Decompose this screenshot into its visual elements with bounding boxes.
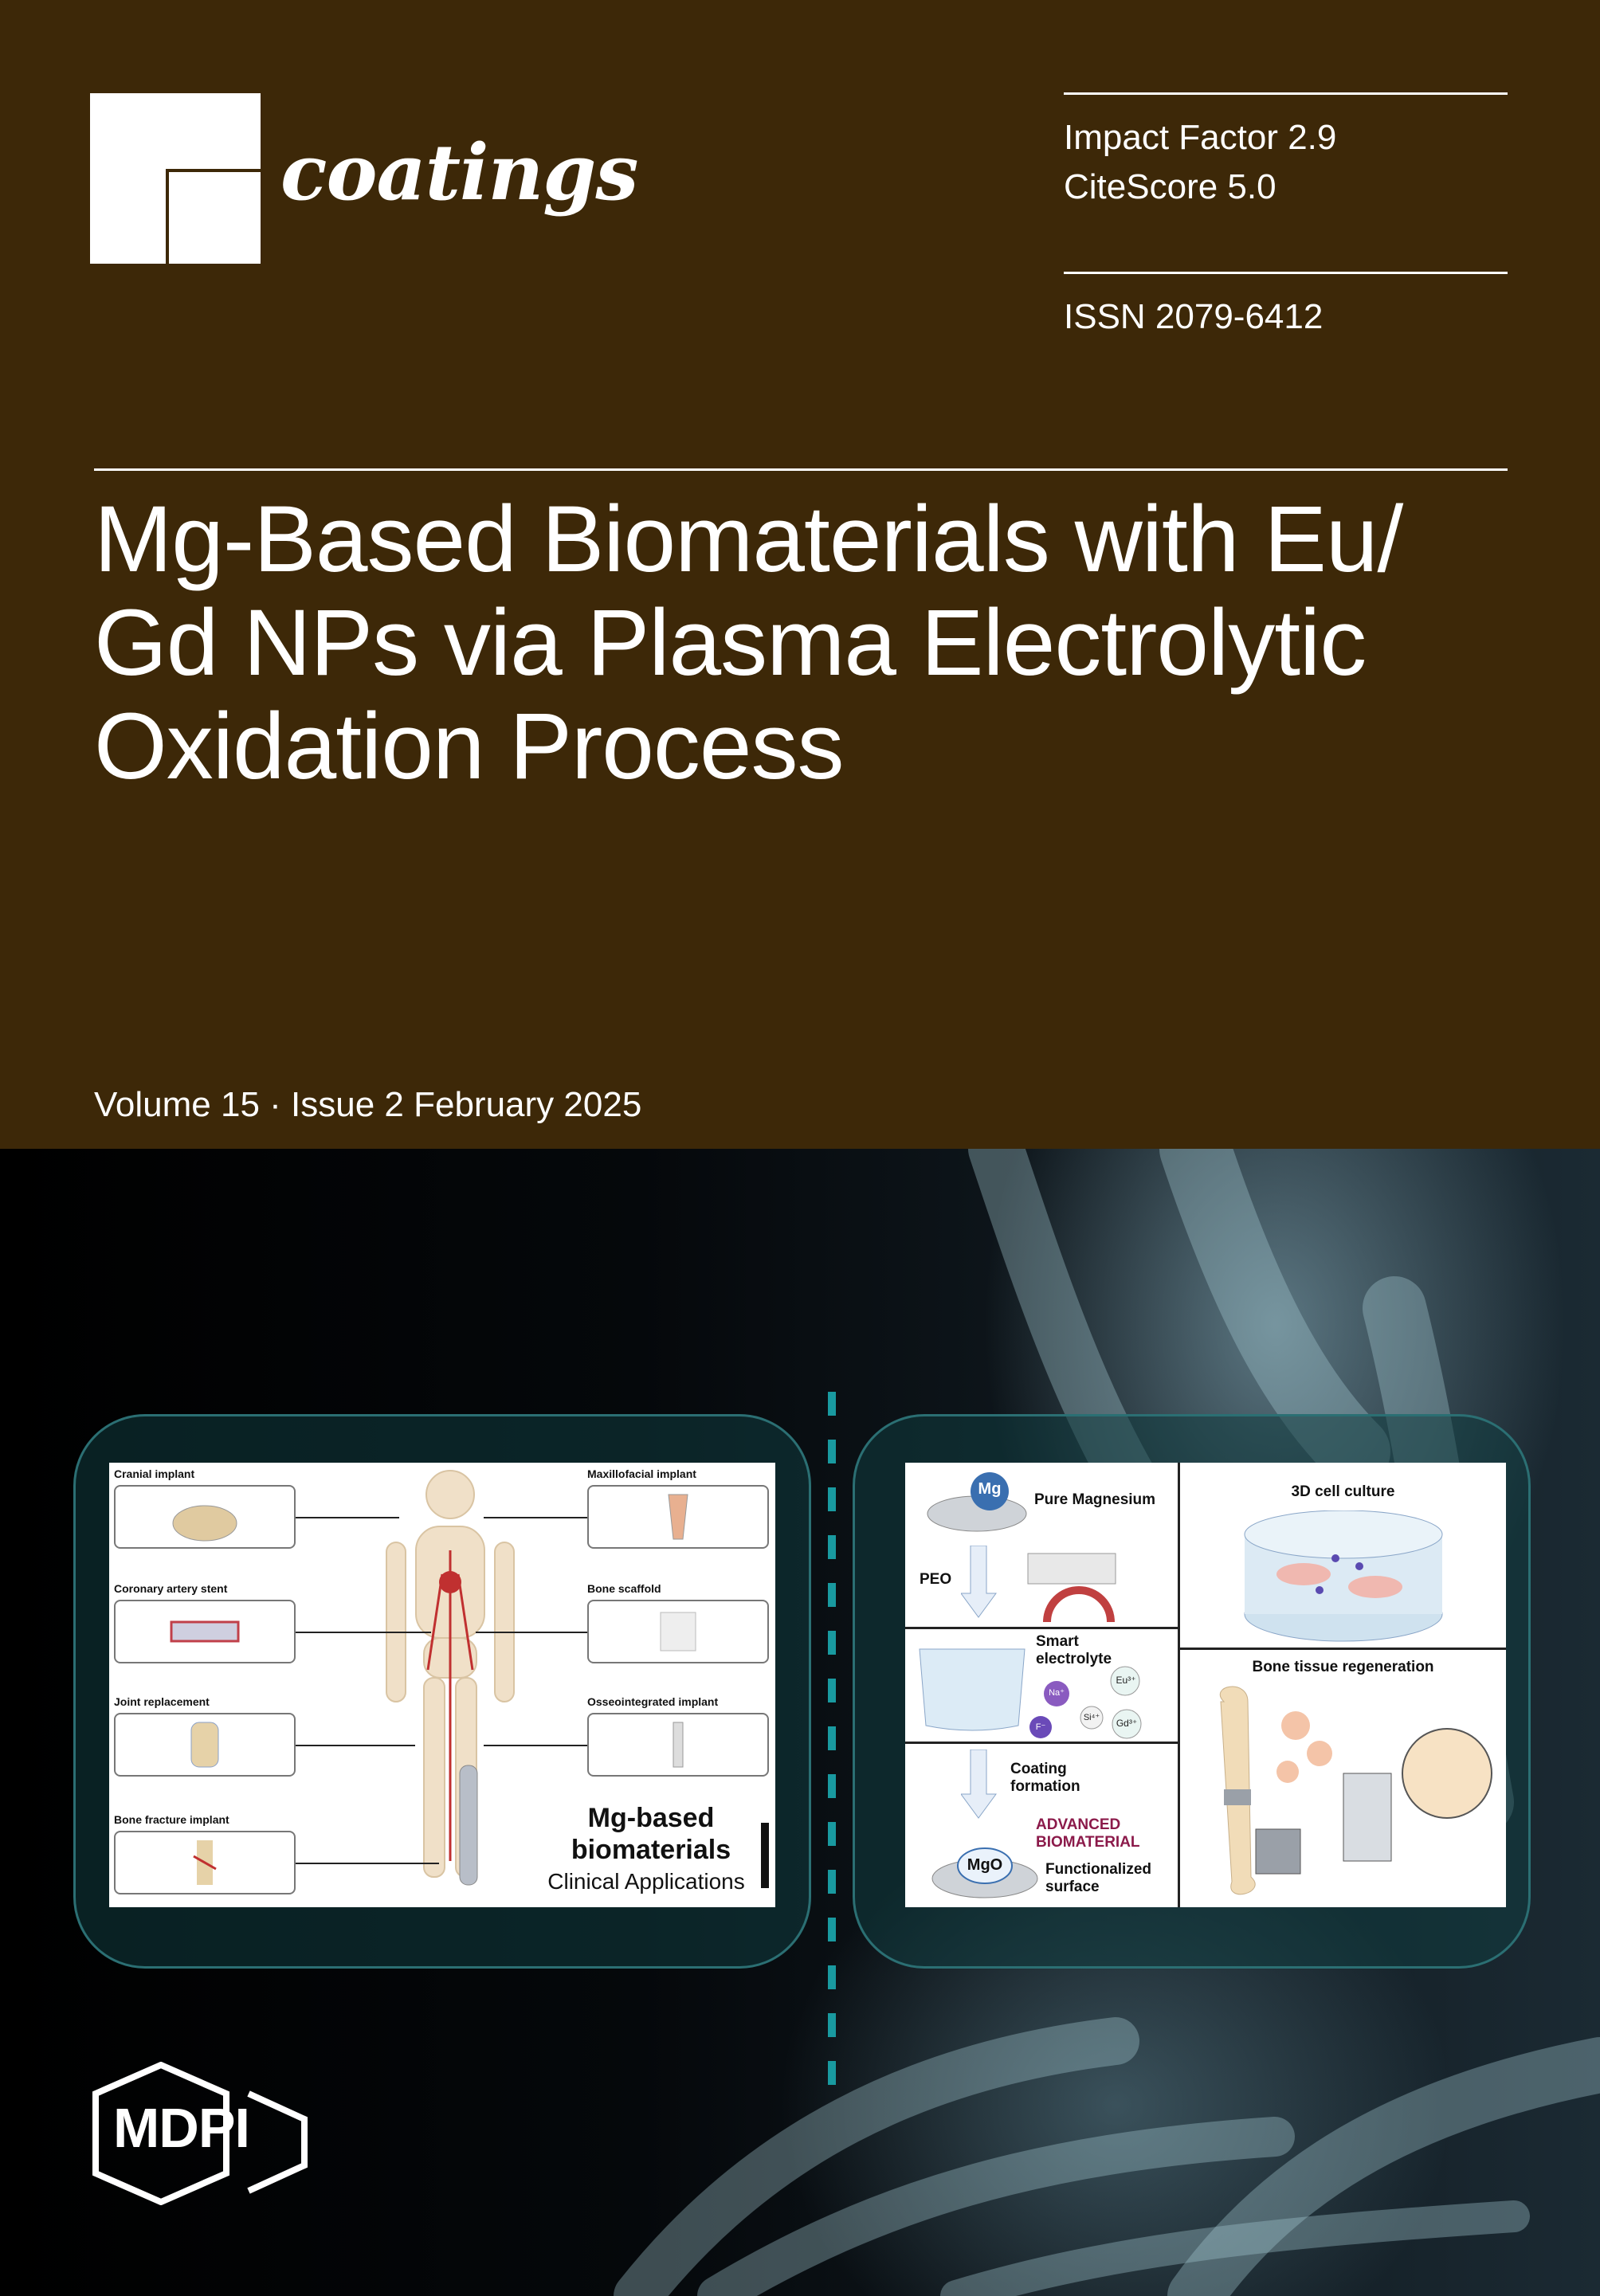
- figure-title: Mg-based biomaterials: [571, 1803, 731, 1865]
- cell-culture-illustration: [1244, 1510, 1443, 1642]
- citescore: CiteScore 5.0: [1064, 167, 1276, 206]
- coating-formation-label: Coating formation: [1010, 1761, 1080, 1795]
- mgo-label: MgO: [967, 1856, 1003, 1874]
- figure-panel-right: Mg Pure Magnesium PEO Smart electrolyte: [853, 1414, 1531, 1969]
- figure-bar: [761, 1823, 769, 1888]
- cover-header: coatings Impact Factor 2.9 CiteScore 5.0…: [0, 0, 1600, 1149]
- divider: [1064, 92, 1508, 95]
- label-cranial: Cranial implant: [114, 1467, 195, 1480]
- journal-logo-mark: [90, 93, 261, 264]
- pure-magnesium-label: Pure Magnesium: [1034, 1491, 1156, 1508]
- ion-f: F⁻: [1035, 1722, 1046, 1732]
- cell-culture-label: 3D cell culture: [1291, 1483, 1395, 1500]
- scaffold-box: [587, 1600, 769, 1663]
- smart-electrolyte-label: Smart electrolyte: [1036, 1633, 1112, 1667]
- label-stent: Coronary artery stent: [114, 1582, 228, 1595]
- label-scaffold: Bone scaffold: [587, 1582, 661, 1595]
- figure-subtitle: Clinical Applications: [547, 1869, 745, 1894]
- label-joint: Joint replacement: [114, 1695, 210, 1708]
- ion-gd: Gd³⁺: [1116, 1718, 1138, 1729]
- skeleton-illustration: [386, 1470, 515, 1886]
- mg-label: Mg: [978, 1480, 1002, 1498]
- peo-label: PEO: [920, 1571, 952, 1588]
- divider: [1064, 272, 1508, 274]
- fracture-box: [114, 1831, 296, 1894]
- clinical-applications-figure: Cranial implant Coronary artery stent Jo…: [109, 1463, 775, 1907]
- osseointegrated-box: [587, 1713, 769, 1777]
- article-title: Mg-Based Biomaterials with Eu/ Gd NPs vi…: [94, 487, 1403, 799]
- ion-eu: Eu³⁺: [1116, 1675, 1136, 1686]
- publisher-logo: [92, 2062, 308, 2205]
- label-osseointegrated: Osseointegrated implant: [587, 1695, 719, 1708]
- cranial-implant-box: [114, 1485, 296, 1549]
- journal-name: coatings: [280, 127, 638, 217]
- functionalized-surface-label: Functionalized surface: [1045, 1861, 1151, 1895]
- divider: [94, 468, 1508, 471]
- figure-panel-left: Cranial implant Coronary artery stent Jo…: [73, 1414, 811, 1969]
- label-fracture: Bone fracture implant: [114, 1813, 229, 1826]
- ion-na: Na⁺: [1049, 1688, 1065, 1698]
- cover-artwork: Cranial implant Coronary artery stent Jo…: [0, 1149, 1600, 2296]
- issue-info: Volume 15 · Issue 2 February 2025: [94, 1085, 642, 1124]
- advanced-biomaterial-label: ADVANCED BIOMATERIAL: [1036, 1816, 1140, 1851]
- bone-regeneration-illustration: [1219, 1686, 1492, 1895]
- peo-process-figure: Mg Pure Magnesium PEO Smart electrolyte: [905, 1463, 1506, 1907]
- issn: ISSN 2079-6412: [1064, 297, 1324, 336]
- ion-si: Si⁴⁺: [1083, 1713, 1100, 1722]
- label-maxillofacial: Maxillofacial implant: [587, 1467, 696, 1480]
- maxillofacial-box: [587, 1485, 769, 1549]
- bone-regeneration-label: Bone tissue regeneration: [1252, 1659, 1434, 1675]
- joint-box: [114, 1713, 296, 1777]
- stent-box: [114, 1600, 296, 1663]
- impact-factor: Impact Factor 2.9: [1064, 118, 1337, 157]
- publisher-name: MDPI: [113, 2097, 250, 2159]
